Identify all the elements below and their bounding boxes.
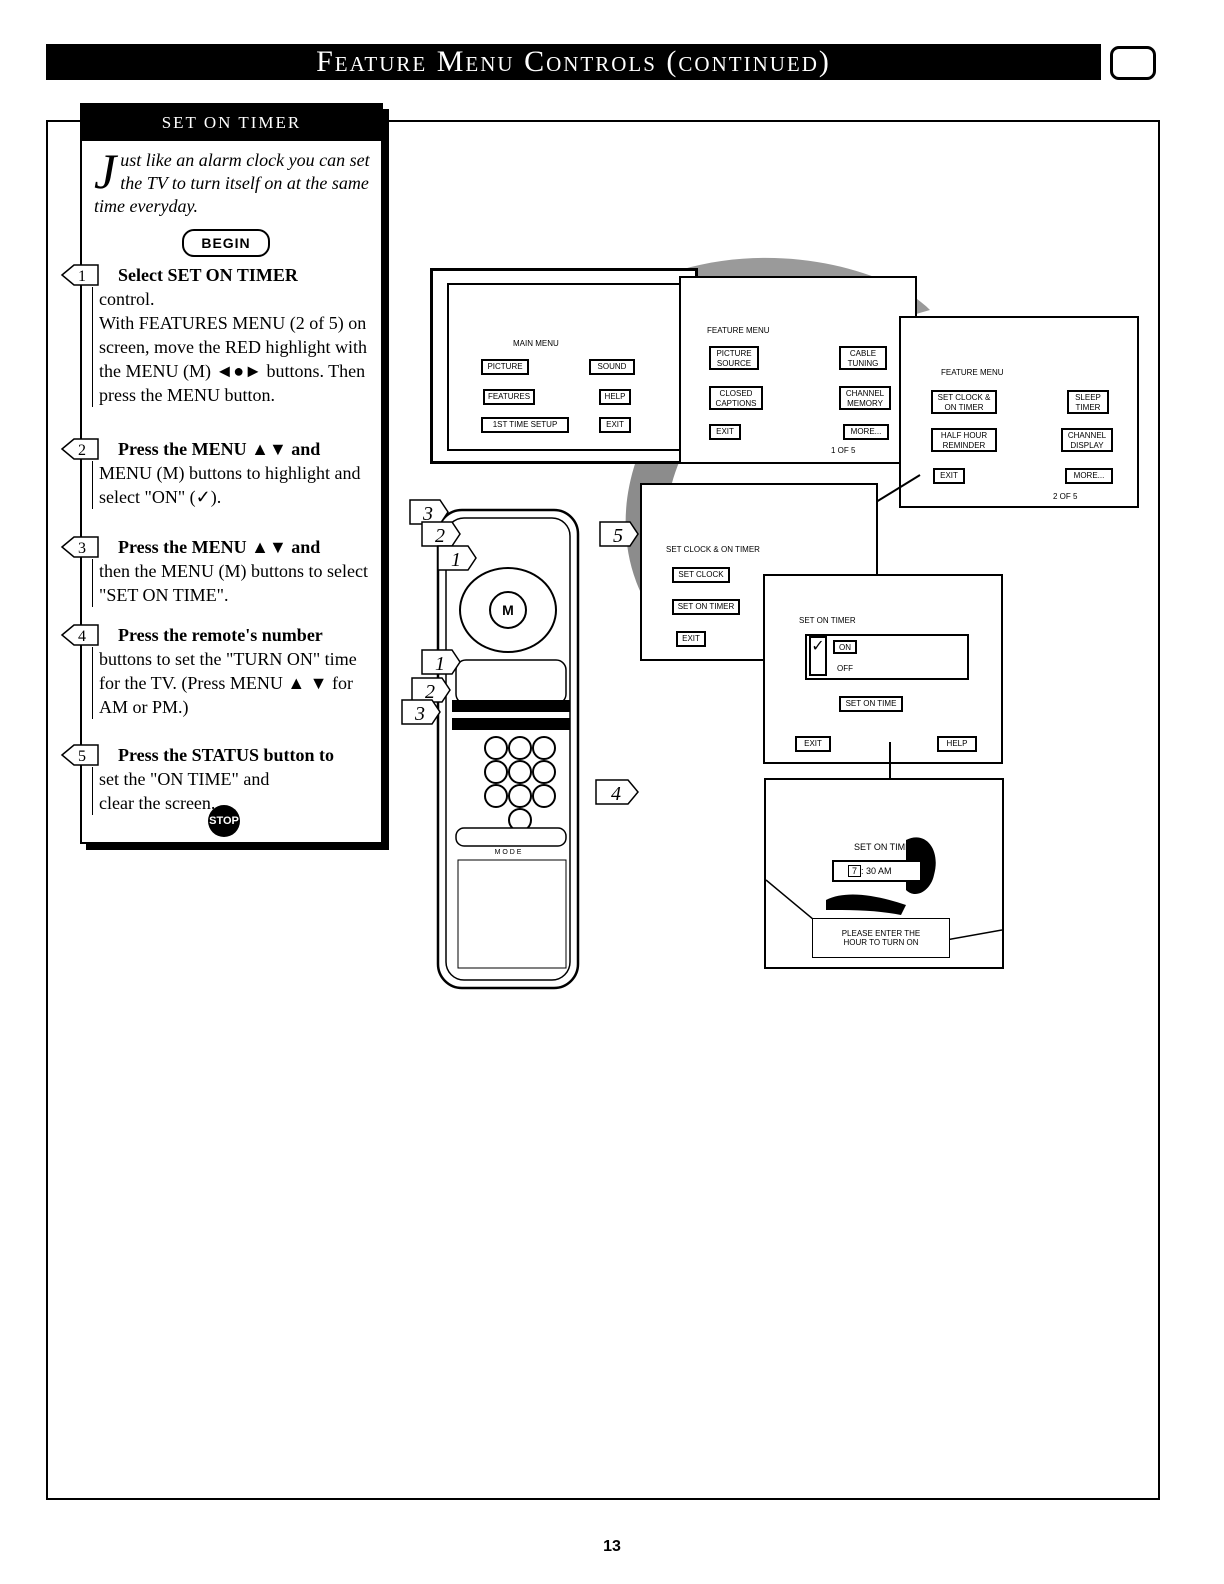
step-body: set the "ON TIME" and clear the screen. (92, 767, 299, 815)
callout-1b: 1 (435, 653, 445, 675)
menu-title: FEATURE MENU (941, 368, 1004, 377)
picture-button[interactable]: PICTURE (481, 359, 529, 375)
remote-control-illustration: M M O D E 3 2 1 5 1 2 3 4 (401, 499, 639, 990)
main-menu-screen: MAIN MENU PICTURE SOUND FEATURES HELP 1S… (430, 268, 698, 464)
page-indicator: 1 OF 5 (831, 446, 856, 455)
checkmark-icon: ✓ (809, 636, 827, 676)
menu-title: FEATURE MENU (707, 326, 770, 335)
callout-3: 3 (422, 503, 433, 525)
set-on-timer-button[interactable]: SET ON TIMER (672, 599, 740, 615)
step-number: 5 (78, 748, 86, 765)
mode-label: M O D E (495, 849, 522, 856)
content-frame (46, 120, 1160, 1500)
step-body: then the MENU (M) buttons to select "SET… (92, 559, 381, 607)
step-number: 1 (78, 268, 86, 285)
callout-5: 5 (613, 525, 623, 547)
step-number: 4 (78, 628, 86, 645)
more-button[interactable]: MORE... (1065, 468, 1113, 484)
time-rest: : 30 AM (861, 866, 892, 876)
entry-screen: SET ON TIME 7: 30 AM PLEASE ENTER THE HO… (764, 778, 1004, 969)
off-option[interactable]: OFF (837, 664, 853, 673)
help-button[interactable]: HELP (937, 736, 977, 752)
channel-display-button[interactable]: CHANNEL DISPLAY (1061, 428, 1113, 452)
exit-button[interactable]: EXIT (933, 468, 965, 484)
first-time-setup-button[interactable]: 1ST TIME SETUP (481, 417, 569, 433)
features-button[interactable]: FEATURES (483, 389, 535, 405)
exit-button[interactable]: EXIT (676, 631, 706, 647)
step-title: Press the MENU ▲▼ and (118, 439, 321, 459)
step-number: 3 (78, 540, 86, 557)
on-option[interactable]: ON (833, 640, 857, 654)
menu-title: SET ON TIMER (799, 616, 856, 625)
time-field[interactable]: 7: 30 AM (832, 860, 922, 882)
channel-memory-button[interactable]: CHANNEL MEMORY (839, 386, 891, 410)
intro-dropcap: J (94, 143, 117, 199)
step-arrow-icon: 2 (60, 438, 99, 460)
page-number: 13 (603, 1538, 621, 1555)
half-hour-reminder-button[interactable]: HALF HOUR REMINDER (931, 428, 997, 452)
cable-tuning-button[interactable]: CABLE TUNING (839, 346, 887, 370)
menu-title: SET CLOCK & ON TIMER (666, 545, 760, 554)
svg-text:M: M (502, 602, 514, 618)
step-body: buttons to set the "TURN ON" time for th… (92, 647, 381, 719)
page-banner: Feature Menu Controls (continued) (46, 44, 1101, 80)
exit-button[interactable]: EXIT (599, 417, 631, 433)
page-indicator: 2 OF 5 (1053, 492, 1078, 501)
stop-sign-icon: STOP (208, 805, 240, 837)
picture-source-button[interactable]: PICTURE SOURCE (709, 346, 759, 370)
callout-3b: 3 (414, 703, 425, 725)
entry-title: SET ON TIME (854, 842, 912, 852)
callout-2: 2 (435, 525, 445, 547)
step-title: Press the MENU ▲▼ and (118, 537, 321, 557)
help-button[interactable]: HELP (599, 389, 631, 405)
page-title: Feature Menu Controls (continued) (316, 45, 831, 78)
step-arrow-icon: 1 (60, 264, 99, 286)
more-button[interactable]: MORE... (843, 424, 889, 440)
option-box (805, 634, 969, 680)
step-body: control. With FEATURES MENU (2 of 5) on … (92, 287, 381, 407)
menu-title: MAIN MENU (513, 339, 559, 348)
step-title: Select SET ON TIMER (118, 265, 298, 285)
step-body: MENU (M) buttons to highlight and select… (92, 461, 381, 509)
tab-marker-icon (1110, 46, 1156, 80)
set-clock-on-timer-button[interactable]: SET CLOCK & ON TIMER (931, 390, 997, 414)
sound-button[interactable]: SOUND (589, 359, 635, 375)
intro-body: ust like an alarm clock you can set the … (94, 150, 370, 216)
closed-captions-button[interactable]: CLOSED CAPTIONS (709, 386, 763, 410)
exit-button[interactable]: EXIT (709, 424, 741, 440)
sleep-timer-button[interactable]: SLEEP TIMER (1067, 390, 1109, 414)
on-timer-screen: SET ON TIMER ✓ ON OFF SET ON TIME EXIT H… (763, 574, 1003, 764)
set-clock-button[interactable]: SET CLOCK (672, 567, 730, 583)
stop-label: STOP (209, 815, 239, 827)
step-title: Press the STATUS button to (118, 745, 335, 765)
callout-4: 4 (611, 783, 621, 805)
exit-button[interactable]: EXIT (795, 736, 831, 752)
feature-menu-2-screen: FEATURE MENU SET CLOCK & ON TIMER SLEEP … (899, 316, 1139, 508)
begin-badge: BEGIN (182, 229, 270, 257)
step-title: Press the remote's number (118, 625, 323, 645)
set-on-time-button[interactable]: SET ON TIME (839, 696, 903, 712)
step-arrow-icon: 5 (60, 744, 99, 766)
step-arrow-icon: 4 (60, 624, 99, 646)
feature-menu-1-screen: FEATURE MENU PICTURE SOURCE CABLE TUNING… (679, 276, 917, 464)
callout-2b: 2 (425, 681, 435, 703)
callout-1: 1 (451, 549, 461, 571)
prompt-box: PLEASE ENTER THE HOUR TO TURN ON (812, 918, 950, 958)
hour-field[interactable]: 7 (848, 865, 862, 877)
panel-heading: SET ON TIMER (82, 105, 381, 141)
step-arrow-icon: 3 (60, 536, 99, 558)
step-number: 2 (78, 442, 86, 459)
